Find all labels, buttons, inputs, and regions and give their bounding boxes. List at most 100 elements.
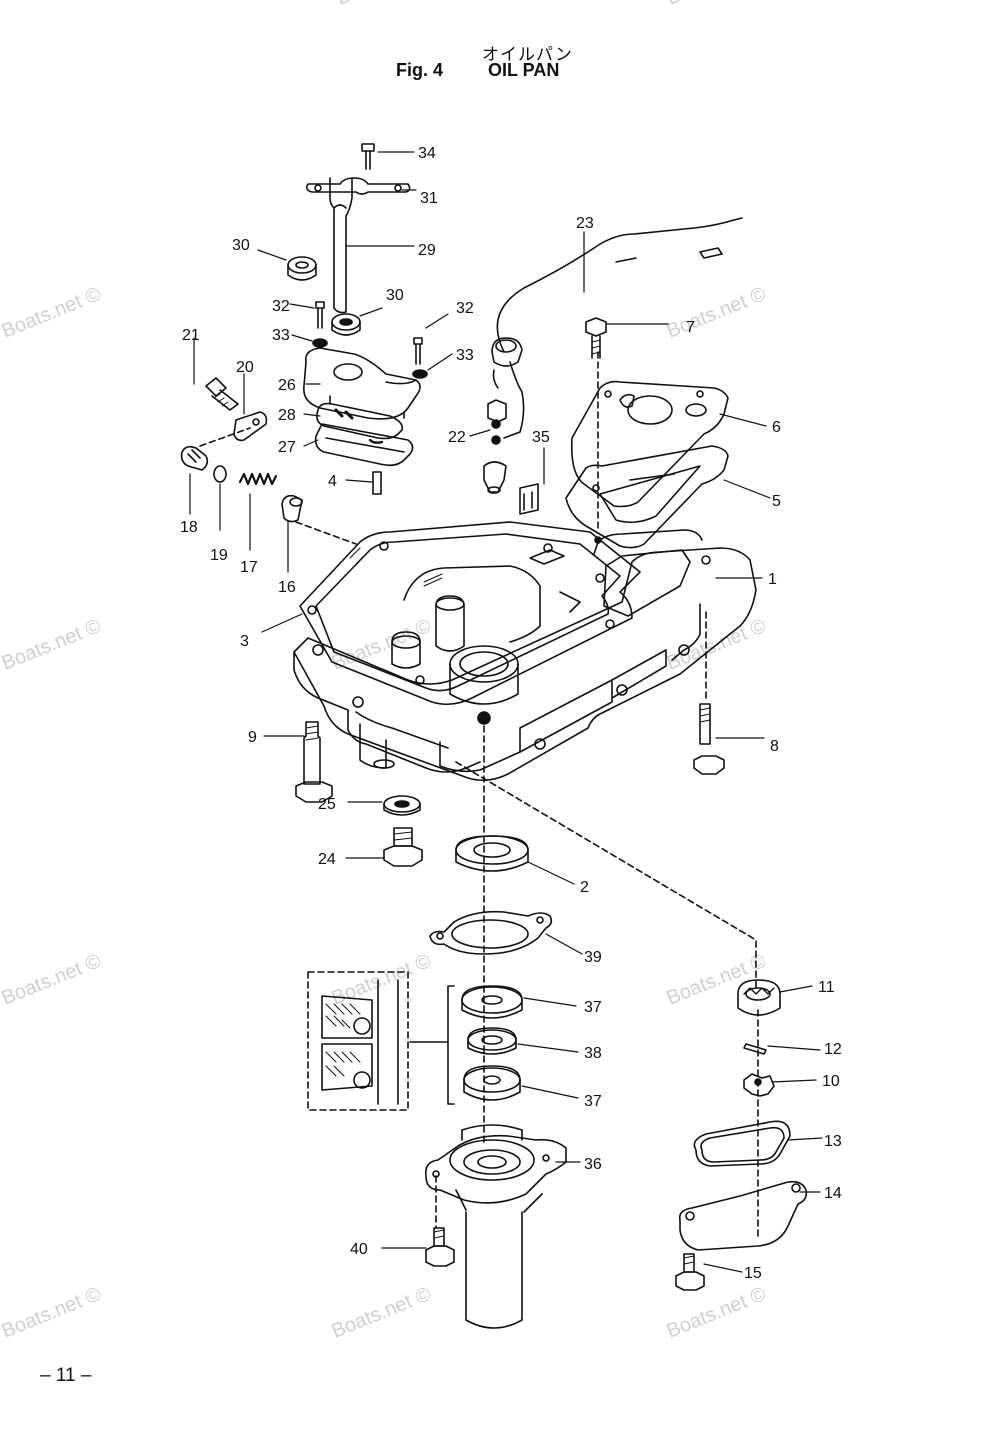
spacer-38-part (467, 1027, 517, 1055)
relief-valve-assembly (180, 377, 357, 545)
figure-number: Fig. 4 (396, 60, 444, 80)
callout-24: 24 (318, 851, 336, 868)
japanese-title: オイルパン (482, 45, 573, 65)
spring-17-part (238, 472, 278, 486)
leader-lines (189, 151, 823, 1273)
callout-labels: 34 31 29 30 30 32 32 33 33 21 20 26 28 2… (180, 145, 842, 1282)
oil-pump-rotor-assembly (455, 761, 808, 1291)
callout-19: 19 (210, 547, 228, 564)
lock-plate-20-part (233, 411, 268, 442)
callout-12: 12 (824, 1041, 842, 1058)
callout-13: 13 (824, 1133, 842, 1150)
callout-3: 3 (240, 633, 249, 650)
screw-32-part (413, 337, 423, 365)
pin-4-part (372, 471, 382, 495)
callout-7: 7 (686, 319, 695, 336)
fitting-21-part (205, 377, 227, 397)
callout-1: 1 (768, 571, 777, 588)
callout-10: 10 (822, 1073, 840, 1090)
watermark-text: Boats.net © (0, 283, 104, 343)
callout-32: 32 (272, 298, 290, 315)
callout-14: 14 (824, 1185, 842, 1202)
callout-21: 21 (182, 327, 200, 344)
connector-35-part (519, 483, 539, 515)
housing-36-part (424, 1134, 567, 1204)
sensor-cap-22-part (491, 337, 523, 367)
watermark-text: Boats.net © (0, 615, 104, 675)
callout-30: 30 (232, 237, 250, 254)
gasket-5-part (565, 445, 729, 549)
gasket-3-part (299, 521, 641, 706)
callout-37: 37 (584, 1093, 602, 1110)
bearing-37-part (463, 1065, 521, 1101)
drive-shaft-seal-assembly (409, 725, 567, 1329)
o-ring-13-part (693, 1120, 791, 1167)
callout-27: 27 (278, 439, 296, 456)
oil-pan-1-part (293, 547, 757, 782)
callout-38: 38 (584, 1045, 602, 1062)
callout-4: 4 (328, 473, 337, 490)
callout-35: 35 (532, 429, 550, 446)
oil-seal-2-part (455, 835, 529, 872)
callout-15: 15 (744, 1265, 762, 1282)
oil-sensor-assembly (483, 217, 743, 515)
sensor-switch-22-part (487, 399, 507, 423)
bracket-31-part (305, 177, 411, 195)
figure-title: OIL PAN (488, 60, 560, 80)
watermark-text: Boats.net © (664, 283, 770, 343)
pan-bolts (295, 611, 725, 803)
callout-37: 37 (584, 999, 602, 1016)
watermark-text: Boats.net © (664, 0, 770, 10)
washer-33-part (412, 369, 428, 379)
callout-18: 18 (180, 519, 198, 536)
tube-29-part (329, 177, 353, 314)
callout-23: 23 (576, 215, 594, 232)
callout-8: 8 (770, 738, 779, 755)
callout-6: 6 (772, 419, 781, 436)
valve-16-part (281, 494, 303, 523)
o-ring-19-part (213, 465, 227, 483)
watermark-text: Boats.net © (329, 1283, 435, 1343)
watermark-text: Boats.net © (664, 1283, 770, 1343)
plug-18-part (180, 445, 209, 471)
bearing-37-part (461, 985, 523, 1019)
grommet-30-part (331, 313, 361, 336)
cover-6-part (570, 380, 729, 508)
inner-rotor-10-part (743, 1073, 775, 1097)
callout-25: 25 (318, 796, 336, 813)
callout-2: 2 (580, 879, 589, 896)
callout-33: 33 (272, 327, 290, 344)
callout-29: 29 (418, 242, 436, 259)
callout-16: 16 (278, 579, 296, 596)
oil-pan-body (293, 521, 757, 782)
callout-9: 9 (248, 729, 257, 746)
callout-20: 20 (236, 359, 254, 376)
callout-30: 30 (386, 287, 404, 304)
breather-cover-26-part (303, 347, 421, 420)
bearing-detail-inset (307, 971, 409, 1111)
dipstick-assembly (287, 143, 428, 495)
watermark-text: Boats.net © (329, 950, 435, 1010)
callout-34: 34 (418, 145, 436, 162)
callout-5: 5 (772, 493, 781, 510)
callout-33: 33 (456, 347, 474, 364)
cable-23-part (496, 217, 743, 353)
callout-11: 11 (818, 979, 835, 996)
side-cover-assembly (565, 317, 729, 549)
callout-32: 32 (456, 300, 474, 317)
drain-plug-24-part (393, 827, 413, 847)
gasket-39-part (429, 910, 553, 955)
callout-39: 39 (584, 949, 602, 966)
callout-26: 26 (278, 377, 296, 394)
bolt-9-part (303, 721, 321, 785)
callout-17: 17 (240, 559, 258, 576)
watermark-text: Boats.net © (0, 1283, 104, 1343)
callout-31: 31 (420, 190, 438, 207)
breather-plate-27-part (314, 423, 414, 467)
callout-28: 28 (278, 407, 296, 424)
bolt-7-part (585, 317, 607, 337)
washer-33-part (312, 338, 328, 348)
callout-22: 22 (448, 429, 466, 446)
